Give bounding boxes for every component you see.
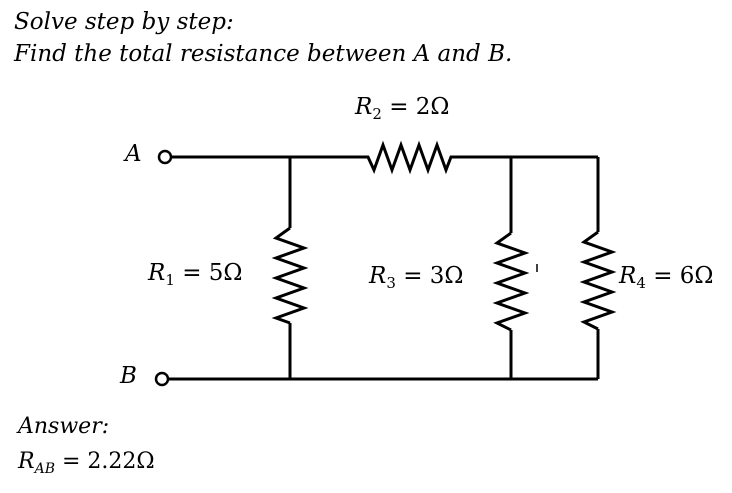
resistor-r3-label: R3 = 3Ω — [369, 263, 463, 292]
prompt-line-2: Find the total resistance between A and … — [14, 41, 513, 67]
terminal-b-label: B — [120, 363, 137, 389]
r2-symbol: R — [355, 94, 373, 120]
r1-subscript: 1 — [165, 271, 175, 289]
terminal-a-label: A — [125, 141, 142, 167]
resistor-r1 — [271, 226, 309, 325]
resistor-r1-label: R1 = 5Ω — [148, 260, 242, 289]
terminal-b-node — [154, 371, 170, 387]
r4-value: = 6Ω — [653, 263, 714, 289]
resistor-r2-label: R2 = 2Ω — [355, 94, 449, 123]
answer-block: Answer: RAB = 2.22Ω — [18, 410, 155, 487]
prompt-line-1: Solve step by step: — [14, 9, 234, 35]
r2-subscript: 2 — [372, 105, 382, 123]
resistor-r3 — [492, 231, 530, 332]
r1-value: = 5Ω — [182, 260, 243, 286]
r3-symbol: R — [369, 263, 387, 289]
r1-symbol: R — [148, 260, 166, 286]
answer-symbol: R — [18, 449, 35, 474]
terminal-a-node — [157, 149, 173, 165]
answer-subscript: AB — [34, 461, 55, 477]
r3-subscript: 3 — [386, 274, 396, 292]
answer-value: = 2.22Ω — [61, 449, 155, 474]
r4-symbol: R — [619, 263, 637, 289]
resistor-r4 — [579, 230, 617, 331]
answer-heading: Answer: — [18, 414, 110, 439]
problem-statement: Solve step by step: Find the total resis… — [14, 6, 512, 70]
r4-subscript: 4 — [636, 274, 646, 292]
resistor-r2 — [345, 140, 470, 175]
answer-value-line: RAB = 2.22Ω — [18, 444, 155, 487]
r3-value: = 3Ω — [403, 263, 464, 289]
resistor-r4-label: R4 = 6Ω — [619, 263, 713, 292]
r2-value: = 2Ω — [389, 94, 450, 120]
